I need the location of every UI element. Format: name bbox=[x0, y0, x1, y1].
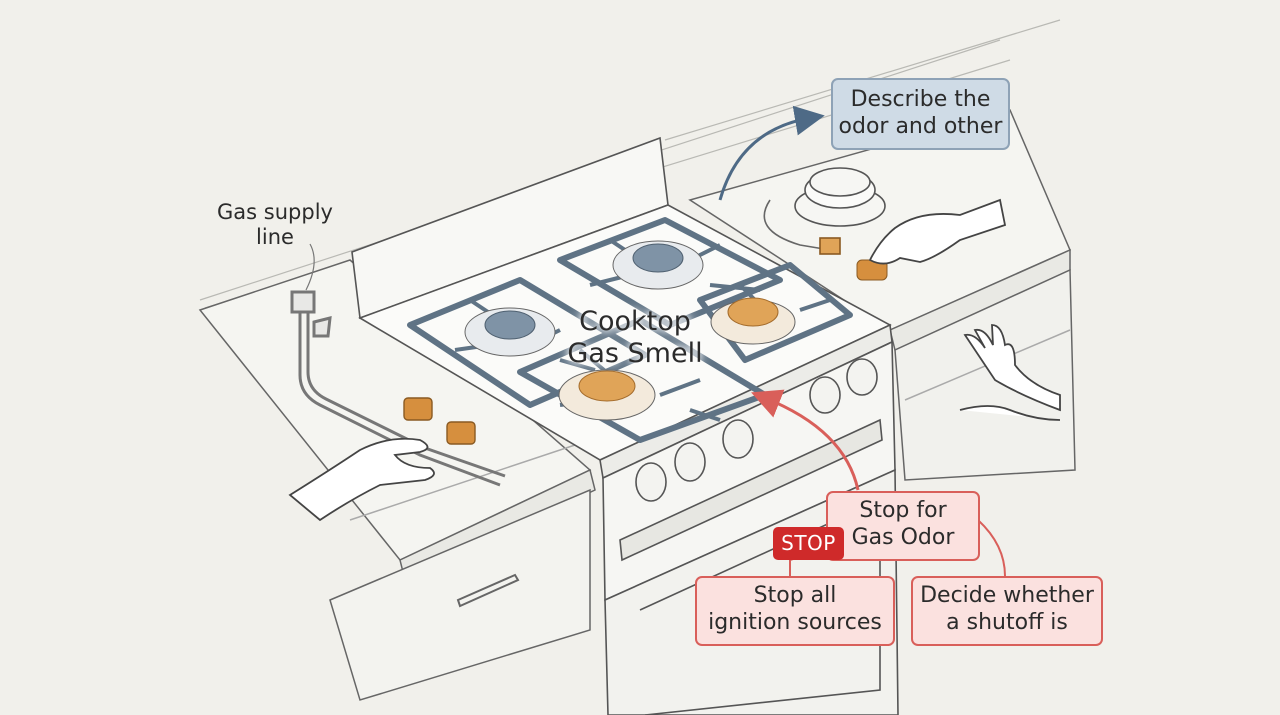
stop-for-text-1: Stop for bbox=[859, 498, 947, 523]
right-hand-knob bbox=[868, 198, 1007, 265]
decide-text-2: a shutoff is bbox=[946, 609, 1068, 635]
center-title-line-1: Cooktop bbox=[579, 306, 691, 337]
right-hand-open bbox=[959, 324, 1061, 421]
decide-shutoff-callout: Decide whether a shutoff is bbox=[911, 576, 1103, 646]
ignition-text-1: Stop all bbox=[753, 583, 837, 608]
stop-for-gas-odor-callout: Stop for Gas Odor bbox=[826, 491, 980, 561]
left-hand bbox=[288, 437, 435, 522]
ignition-text-2: ignition sources bbox=[708, 609, 882, 635]
describe-odor-callout: Describe the odor and other bbox=[831, 78, 1010, 150]
gas-supply-line-text-2: line bbox=[256, 225, 294, 250]
cooktop-gas-smell-title: Cooktop Gas Smell bbox=[540, 306, 730, 371]
stove-knobs bbox=[635, 358, 878, 502]
decide-text-1: Decide whether bbox=[920, 583, 1094, 608]
left-valve-knobs bbox=[403, 397, 476, 445]
red-arrow-to-stove bbox=[751, 389, 860, 491]
red-connector-right bbox=[977, 519, 1006, 577]
burners bbox=[464, 240, 796, 421]
gas-supply-pipe bbox=[290, 290, 506, 487]
gas-supply-line-text-1: Gas supply bbox=[217, 200, 333, 224]
stop-ignition-callout: Stop all ignition sources bbox=[695, 576, 895, 646]
gas-supply-line-label: Gas supply line bbox=[205, 200, 345, 250]
center-title-line-2: Gas Smell bbox=[567, 338, 703, 370]
describe-text-1: Describe the bbox=[850, 87, 991, 112]
describe-text-2: odor and other bbox=[838, 113, 1003, 139]
left-counter bbox=[198, 259, 596, 701]
drawer-handle-icon bbox=[456, 573, 520, 608]
stop-for-text-2: Gas Odor bbox=[851, 524, 955, 550]
stop-badge: STOP bbox=[773, 527, 844, 560]
portable-burner bbox=[763, 167, 886, 255]
blue-arrow bbox=[718, 105, 825, 201]
